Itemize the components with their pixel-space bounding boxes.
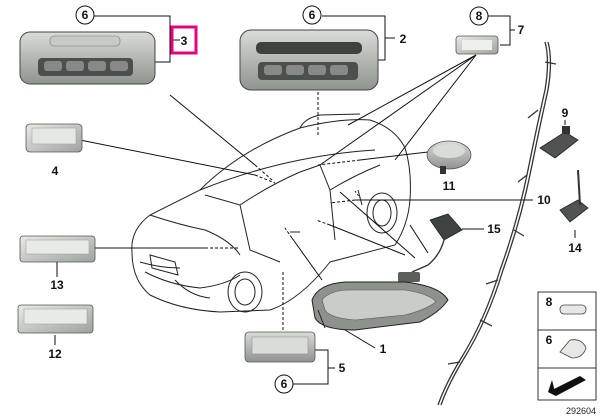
callouts: 6 3 6 2 8 7 9 4 11 10 15 14 13 12 1 5 6 … bbox=[48, 5, 596, 416]
callout-4: 4 bbox=[52, 164, 59, 178]
callout-12: 12 bbox=[48, 347, 62, 361]
callout-8-a: 8 bbox=[476, 9, 483, 23]
bulb-legend bbox=[537, 291, 597, 401]
interior-light-front-left bbox=[19, 31, 156, 85]
callout-10: 10 bbox=[537, 193, 551, 207]
callout-15: 15 bbox=[487, 222, 501, 236]
legend-label-6: 6 bbox=[546, 333, 553, 347]
callout-14: 14 bbox=[568, 241, 582, 255]
callout-6-b: 6 bbox=[309, 8, 316, 22]
arrow-icon bbox=[548, 376, 586, 396]
footwell-light-12 bbox=[17, 304, 94, 334]
reference-number: 292604 bbox=[566, 406, 596, 416]
mirror-light-1 bbox=[311, 281, 449, 331]
courtesy-light-4 bbox=[25, 123, 83, 153]
callout-6-a: 6 bbox=[82, 8, 89, 22]
ambient-light-11 bbox=[426, 140, 472, 174]
callout-3: 3 bbox=[181, 34, 188, 48]
callout-2: 2 bbox=[400, 32, 407, 46]
callout-6-c: 6 bbox=[281, 377, 288, 391]
festoon-bulb-icon bbox=[559, 304, 587, 315]
trunk-light-5 bbox=[244, 331, 316, 363]
interior-light-front-center bbox=[239, 29, 379, 91]
connector-14 bbox=[559, 169, 589, 223]
callout-13: 13 bbox=[50, 278, 64, 292]
wire-harness bbox=[437, 41, 557, 406]
callout-11: 11 bbox=[443, 179, 456, 193]
highlight-box bbox=[170, 25, 198, 55]
callout-7: 7 bbox=[518, 23, 525, 37]
footwell-light-13 bbox=[19, 235, 96, 263]
callout-9: 9 bbox=[562, 106, 569, 120]
reading-lamp bbox=[455, 35, 499, 55]
callout-1: 1 bbox=[380, 342, 387, 356]
control-module-15 bbox=[398, 213, 463, 282]
callout-5: 5 bbox=[339, 361, 346, 375]
wedge-bulb-icon bbox=[559, 339, 587, 359]
car-outline bbox=[131, 113, 411, 313]
sensor-9 bbox=[539, 126, 579, 159]
legend-label-8: 8 bbox=[546, 295, 553, 309]
leader-lines bbox=[54, 15, 576, 385]
